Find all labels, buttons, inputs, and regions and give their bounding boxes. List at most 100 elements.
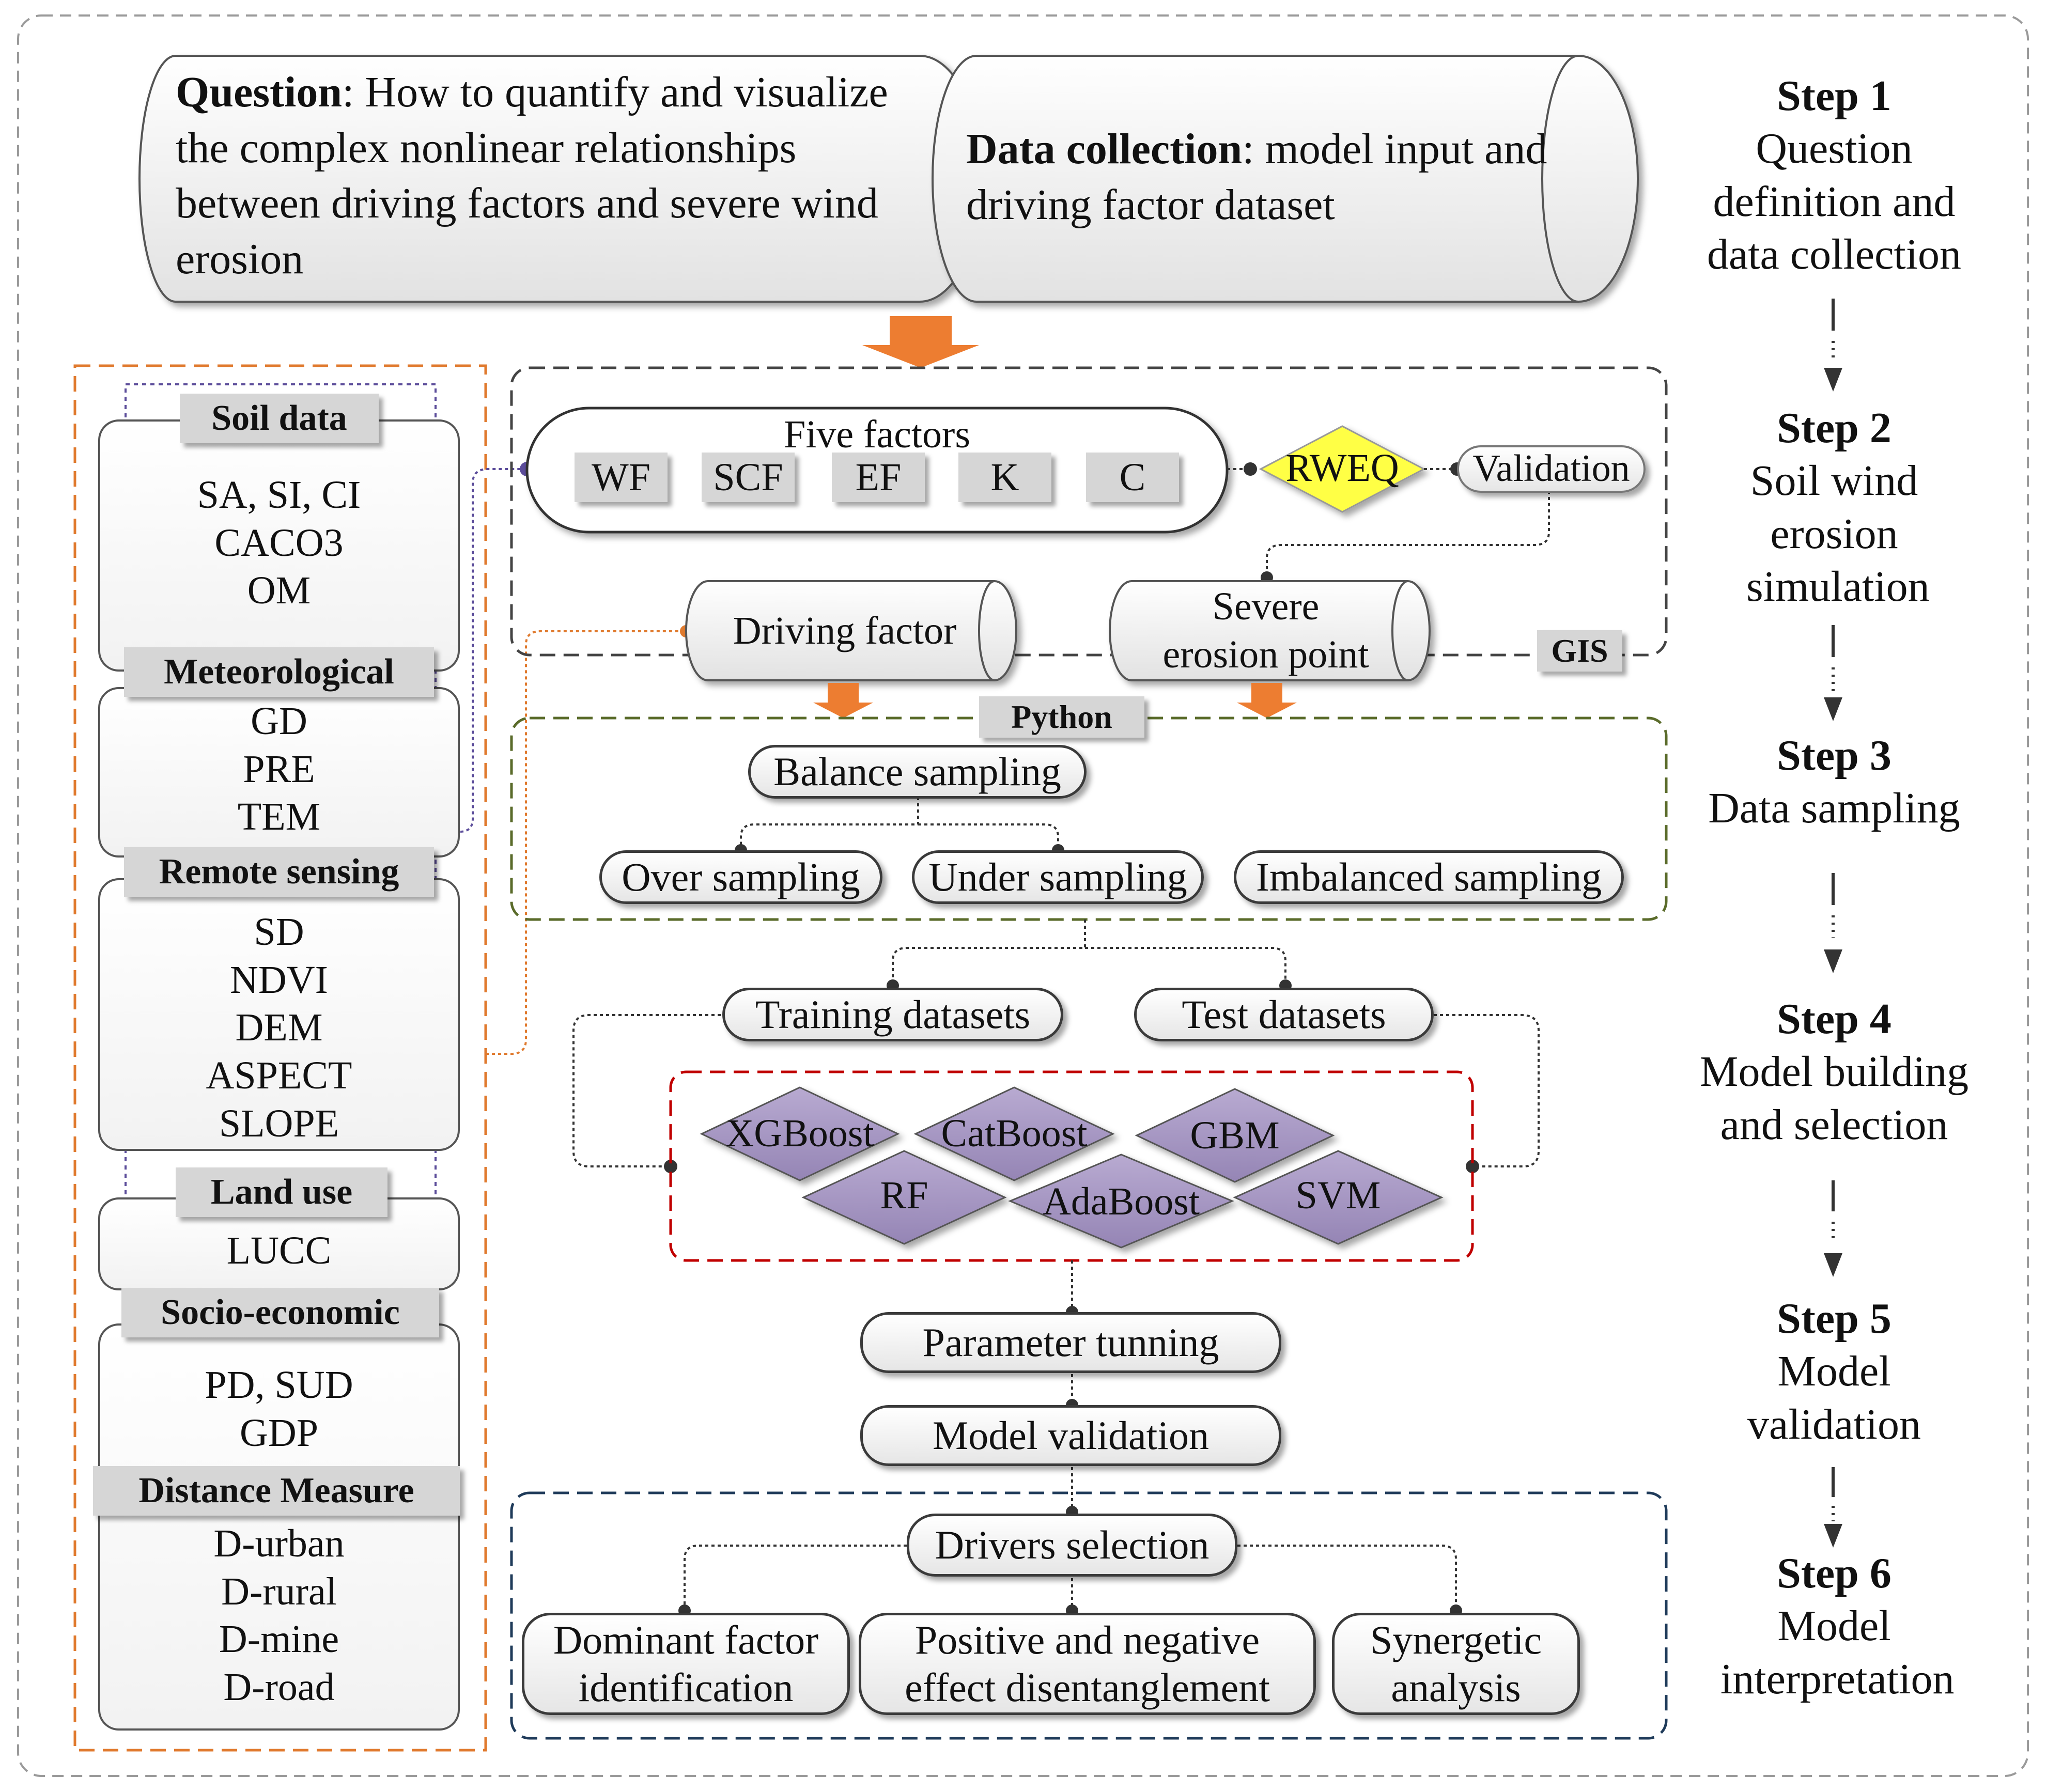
over-sampling-box: Over sampling bbox=[599, 850, 882, 904]
severe-arrow bbox=[1237, 683, 1297, 718]
model-gbm bbox=[1135, 1088, 1335, 1183]
remote-sensing-tag: Remote sensing bbox=[124, 847, 434, 897]
meteo-item: TEM bbox=[237, 795, 321, 839]
step-6: Step 6 Model interpretation bbox=[1669, 1547, 1999, 1706]
step-5-title: Step 5 bbox=[1777, 1295, 1891, 1343]
gis-tag: GIS bbox=[1537, 630, 1622, 672]
remote-item: DEM bbox=[235, 1006, 323, 1050]
data-collection-bold: Data collection bbox=[966, 125, 1243, 173]
five-factors-label: Five factors bbox=[784, 413, 970, 456]
soil-data-tag: Soil data bbox=[180, 394, 379, 443]
soil-data-items: SA, SI, CI CACO3 OM bbox=[98, 471, 460, 615]
imbalanced-sampling-box: Imbalanced sampling bbox=[1234, 850, 1624, 904]
model-adaboost bbox=[1008, 1154, 1234, 1249]
model-gbm-label: GBM bbox=[1190, 1114, 1280, 1157]
factor-c: C bbox=[1086, 453, 1179, 502]
model-catboost-label: CatBoost bbox=[941, 1112, 1088, 1155]
outer-frame bbox=[17, 14, 2029, 1777]
synergetic-analysis-box: Synergetic analysis bbox=[1332, 1613, 1580, 1715]
model-xgboost bbox=[700, 1086, 900, 1181]
factor-ef: EF bbox=[832, 453, 925, 502]
validation-box: Validation bbox=[1457, 445, 1646, 493]
distance-item: D-urban bbox=[213, 1522, 345, 1565]
model-catboost bbox=[913, 1086, 1115, 1181]
distance-item: D-rural bbox=[221, 1569, 337, 1613]
step-2: Step 2 Soil wind erosion simulation bbox=[1669, 402, 1999, 614]
soil-item: OM bbox=[247, 569, 311, 613]
severe-point-line2: erosion point bbox=[1162, 632, 1369, 676]
soil-item: CACO3 bbox=[214, 521, 344, 565]
factor-scf: SCF bbox=[702, 453, 795, 502]
test-datasets-box: Test datasets bbox=[1134, 988, 1434, 1041]
data-collection-body: : model input and driving factor dataset bbox=[966, 125, 1547, 229]
remote-item: ASPECT bbox=[206, 1054, 352, 1098]
step-1-title: Step 1 bbox=[1777, 72, 1891, 120]
model-svm bbox=[1233, 1150, 1444, 1245]
step-3-desc: Data sampling bbox=[1708, 784, 1960, 833]
remote-item: SD bbox=[254, 910, 304, 954]
step-4-desc: Model building and selection bbox=[1699, 1048, 1969, 1149]
remote-item: SLOPE bbox=[219, 1101, 339, 1145]
step-4: Step 4 Model building and selection bbox=[1669, 993, 1999, 1151]
step-3: Step 3 Data sampling bbox=[1669, 729, 1999, 835]
factor-wf: WF bbox=[575, 453, 668, 502]
interpretation-frame bbox=[510, 1491, 1668, 1740]
factor-k: K bbox=[958, 453, 1051, 502]
header-down-arrow bbox=[862, 316, 979, 368]
driving-factor-cylinder bbox=[685, 580, 1017, 681]
land-item: LUCC bbox=[226, 1229, 332, 1272]
remote-sensing-group bbox=[98, 878, 460, 1151]
land-use-items: LUCC bbox=[98, 1227, 460, 1275]
question-text: Question: How to quantify and visualize … bbox=[176, 65, 914, 287]
positive-negative-box: Positive and negative effect disentangle… bbox=[859, 1613, 1316, 1715]
remote-item: NDVI bbox=[230, 958, 328, 1002]
step-2-desc: Soil wind erosion simulation bbox=[1746, 457, 1930, 611]
distance-measure-tag: Distance Measure bbox=[93, 1466, 460, 1516]
question-bold: Question bbox=[176, 68, 343, 116]
meteorological-tag: Meteorological bbox=[124, 647, 434, 697]
parameter-tuning-box: Parameter tunning bbox=[860, 1312, 1281, 1373]
step-2-title: Step 2 bbox=[1777, 404, 1891, 452]
orange-link bbox=[486, 630, 686, 1055]
model-xgboost-label: XGBoost bbox=[725, 1112, 874, 1155]
step-1-desc: Question definition and data collection bbox=[1707, 124, 1962, 279]
data-collection-cylinder bbox=[932, 55, 1639, 303]
distance-item: D-mine bbox=[219, 1617, 339, 1661]
under-sampling-box: Under sampling bbox=[912, 850, 1204, 904]
model-rf-label: RF bbox=[880, 1174, 928, 1217]
purple-link bbox=[436, 468, 527, 833]
drivers-selection-box: Drivers selection bbox=[907, 1514, 1237, 1577]
step-1: Step 1 Question definition and data coll… bbox=[1669, 70, 1999, 282]
soil-data-group bbox=[98, 419, 460, 672]
simulation-frame bbox=[510, 366, 1668, 657]
distance-item: D-road bbox=[223, 1665, 335, 1709]
step-5: Step 5 Model validation bbox=[1669, 1292, 1999, 1451]
question-body: : How to quantify and visualize the comp… bbox=[176, 68, 888, 283]
python-tag: Python bbox=[979, 696, 1144, 738]
training-datasets-box: Training datasets bbox=[722, 988, 1063, 1041]
input-panel-frame bbox=[73, 364, 487, 1752]
socio-item: PD, SUD bbox=[205, 1363, 353, 1407]
balance-sampling-box: Balance sampling bbox=[748, 745, 1087, 799]
step-4-title: Step 4 bbox=[1777, 995, 1891, 1043]
step-3-title: Step 3 bbox=[1777, 731, 1891, 780]
dominant-factor-box: Dominant factor identification bbox=[522, 1613, 850, 1715]
step-6-desc: Model interpretation bbox=[1720, 1602, 1955, 1703]
remote-sensing-items: SD NDVI DEM ASPECT SLOPE bbox=[98, 908, 460, 1148]
data-collection-text: Data collection: model input and driving… bbox=[966, 121, 1576, 232]
meteo-item: PRE bbox=[243, 747, 315, 791]
model-svm-label: SVM bbox=[1295, 1174, 1381, 1217]
land-use-tag: Land use bbox=[176, 1167, 387, 1217]
meteorological-items: GD PRE TEM bbox=[98, 697, 460, 841]
socio-economic-items: PD, SUD GDP bbox=[98, 1361, 460, 1457]
model-rf bbox=[801, 1150, 1007, 1245]
step-5-desc: Model validation bbox=[1747, 1347, 1921, 1448]
socio-economic-tag: Socio-economic bbox=[121, 1288, 439, 1337]
model-validation-box: Model validation bbox=[860, 1405, 1281, 1466]
driving-arrow bbox=[813, 683, 873, 718]
severe-point-label: Severe erosion point bbox=[1111, 583, 1421, 678]
model-adaboost-label: AdaBoost bbox=[1043, 1180, 1200, 1223]
meteo-item: GD bbox=[251, 699, 307, 743]
driving-factor-label: Driving factor bbox=[733, 609, 957, 652]
severe-point-cylinder bbox=[1109, 580, 1431, 681]
